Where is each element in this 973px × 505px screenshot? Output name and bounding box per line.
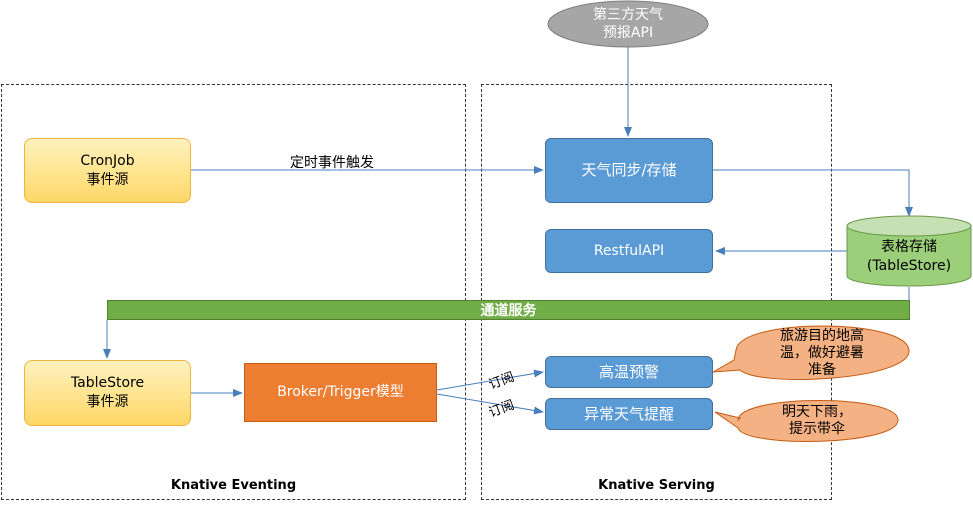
callout-high-temp-shape: [712, 325, 910, 380]
channel-service-label: 通道服务: [480, 303, 537, 319]
edge-broker-to-hightemp: [436, 369, 544, 391]
high-temp-alert-label: 高温预警: [598, 362, 659, 381]
broker-trigger-label: Broker/Trigger模型: [277, 384, 404, 400]
abnormal-weather-reminder[interactable]: 异常天气提醒: [545, 398, 713, 430]
tablestore-cylinder-top: [846, 215, 972, 237]
edge-sync-to-db: [713, 169, 913, 217]
edge-broker-to-abnormal: [436, 393, 544, 415]
weather-api-line2: 预报API: [602, 25, 654, 41]
tablestore-source-line1: TableStore: [70, 375, 145, 391]
cronjob-line1: CronJob: [80, 152, 135, 169]
callout-rain-shape: [714, 400, 899, 442]
callout-high-temp: 旅游目的地高 温，做好避暑 准备: [752, 326, 892, 380]
weather-api-label: 第三方天气 预报API: [548, 1, 708, 47]
callout-high-temp-line3: 准备: [808, 361, 836, 378]
tablestore-source-line2: 事件源: [86, 394, 129, 410]
knative-serving-label: Knative Serving: [598, 478, 715, 493]
callout-high-temp-line1: 旅游目的地高: [780, 327, 864, 344]
tablestore-cylinder-body: [846, 226, 972, 287]
tablestore-storage[interactable]: 表格存储 (TableStore): [847, 234, 971, 280]
callout-rain-line1: 明天下雨，: [782, 404, 852, 420]
weather-api-ellipse: [547, 0, 709, 48]
high-temp-alert[interactable]: 高温预警: [545, 356, 713, 388]
tablestore-storage-line1: 表格存储: [881, 239, 937, 255]
restful-api-label: RestfulAPI: [593, 242, 665, 259]
knative-serving-region: [481, 84, 832, 500]
cronjob-event-source[interactable]: CronJob 事件源: [24, 138, 191, 203]
weather-api-line1: 第三方天气: [593, 7, 663, 23]
callout-rain: 明天下雨， 提示带伞: [752, 402, 882, 440]
restful-api[interactable]: RestfulAPI: [545, 229, 713, 273]
callout-rain-line2: 提示带伞: [789, 421, 845, 437]
broker-trigger-model[interactable]: Broker/Trigger模型: [244, 363, 437, 422]
knative-eventing-label: Knative Eventing: [170, 478, 297, 493]
weather-sync-label: 天气同步/存储: [581, 161, 677, 179]
tablestore-storage-line2: (TableStore): [866, 258, 952, 274]
abnormal-weather-label: 异常天气提醒: [583, 404, 674, 423]
callout-high-temp-line2: 温，做好避暑: [780, 344, 864, 361]
timer-trigger-label: 定时事件触发: [290, 155, 374, 171]
weather-sync-storage[interactable]: 天气同步/存储: [545, 138, 713, 203]
channel-service-bar[interactable]: 通道服务: [107, 300, 910, 320]
knative-eventing-region: [1, 84, 466, 500]
tablestore-event-source[interactable]: TableStore 事件源: [24, 360, 191, 426]
cronjob-line2: 事件源: [86, 171, 129, 188]
